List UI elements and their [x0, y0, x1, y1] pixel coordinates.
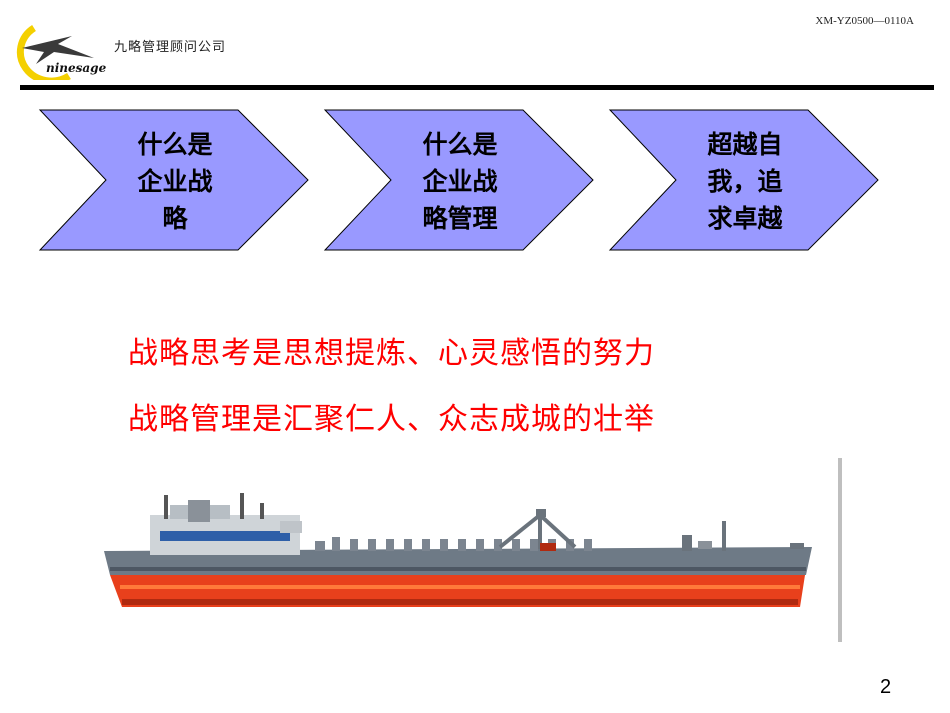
- process-step-3: 超越自 我，追 求卓越: [680, 126, 810, 237]
- process-step-1-line-1: 什么是: [137, 130, 213, 159]
- chevron-shape-1: [38, 109, 309, 251]
- document-code: XM-YZ0500—0110A: [815, 15, 914, 27]
- process-step-1-line-3: 略: [162, 204, 188, 233]
- process-step-2: 什么是 企业战 略管理: [395, 126, 525, 237]
- company-name: 九略管理顾问公司: [114, 40, 227, 55]
- process-step-1: 什么是 企业战 略: [110, 126, 240, 237]
- ship-illustration: [104, 493, 812, 607]
- chevron-shape-2: [323, 109, 594, 251]
- process-step-3-line-3: 求卓越: [707, 204, 783, 233]
- chevron-shape-3: [608, 109, 879, 251]
- process-step-2-line-1: 什么是: [422, 130, 498, 159]
- company-logo: ninesage: [16, 25, 107, 80]
- page-number: 2: [880, 676, 892, 698]
- slogan-strategy-thinking: 战略思考是思想提炼、心灵感悟的努力: [128, 336, 655, 371]
- process-step-3-line-1: 超越自: [707, 130, 783, 159]
- process-step-3-line-2: 我，追: [707, 167, 783, 196]
- process-step-2-line-2: 企业战: [422, 167, 498, 196]
- process-step-1-line-2: 企业战: [137, 167, 213, 196]
- logo-wordmark: ninesage: [46, 61, 107, 75]
- slogan-strategy-management: 战略管理是汇聚仁人、众志成城的壮举: [128, 402, 655, 437]
- header-divider: [20, 85, 934, 90]
- process-step-2-line-3: 略管理: [422, 204, 498, 233]
- vertical-divider: [838, 458, 842, 642]
